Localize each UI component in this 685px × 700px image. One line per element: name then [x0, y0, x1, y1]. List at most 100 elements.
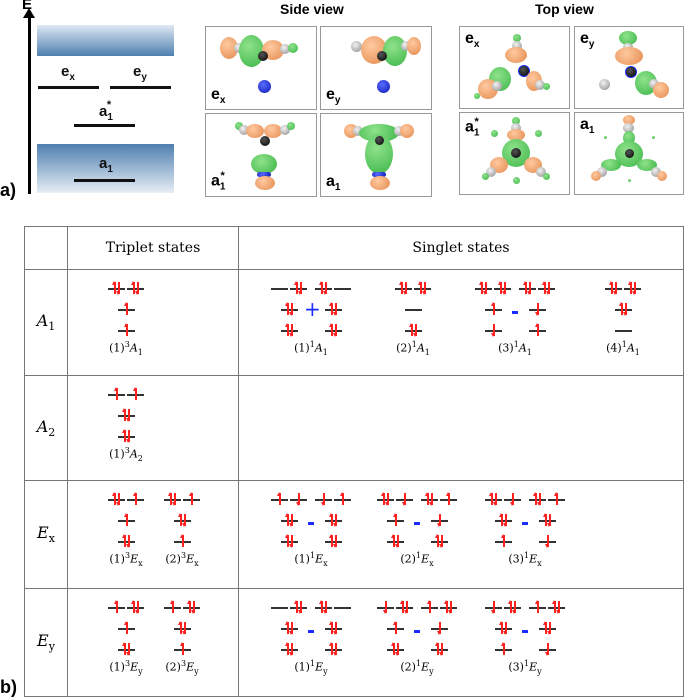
spin-up-arrow-icon — [178, 621, 182, 634]
spin-down-arrow-icon — [383, 601, 387, 614]
orbital-level-a1-star — [325, 628, 342, 630]
minus-operator — [308, 522, 314, 525]
orbital-level-ey — [624, 288, 641, 290]
spin-up-arrow-icon — [294, 600, 298, 613]
electronic-states-table: Triplet states Singlet states A1 (1)3A1 … — [24, 226, 684, 697]
orbital-level-a1-star — [325, 520, 342, 522]
orbital-level-ey — [290, 607, 307, 609]
spin-up-arrow-icon — [628, 281, 632, 294]
spin-down-arrow-icon — [632, 282, 636, 295]
state-label: (4)1A1 — [606, 340, 640, 357]
top-view-ex-label: ex — [465, 30, 480, 51]
triplet-cell-ey: (1)3Ey(2)3Ey — [67, 588, 239, 697]
spin-up-arrow-icon — [535, 600, 539, 613]
spin-up-arrow-icon — [554, 492, 558, 505]
orbital-level-ey — [127, 607, 144, 609]
orbital-level-a1 — [118, 541, 135, 543]
spin-down-arrow-icon — [547, 622, 551, 635]
spin-down-arrow-icon — [135, 282, 139, 295]
singlet-state: (3)1Ex — [239, 481, 683, 588]
orbital-level-ex — [395, 288, 412, 290]
spin-up-arrow-icon — [124, 621, 128, 634]
spin-up-arrow-icon — [489, 492, 493, 505]
triplet-state: (2)3Ex — [68, 481, 238, 588]
spin-up-arrow-icon — [285, 302, 289, 315]
singlet-state: (2)1Ex — [239, 481, 683, 588]
spin-down-arrow-icon — [126, 409, 130, 422]
spin-up-arrow-icon — [499, 513, 503, 526]
symmetry-a1: A1 — [24, 269, 68, 376]
spin-down-arrow-icon — [422, 282, 426, 295]
orbital-level-ex — [529, 499, 546, 501]
orbital-level-a1-star — [174, 628, 191, 630]
spin-up-arrow-icon — [285, 621, 289, 634]
singlet-state: (3)1Ey — [239, 589, 683, 696]
spin-up-arrow-icon — [114, 387, 118, 400]
spin-down-arrow-icon — [333, 514, 337, 527]
spin-down-arrow-icon — [395, 535, 399, 548]
spin-down-arrow-icon — [321, 493, 325, 506]
triplet-state: (1)3Ex — [68, 481, 238, 588]
triplet-cell-ex: (1)3Ex(2)3Ex — [67, 480, 239, 589]
valence-band — [37, 144, 174, 193]
spin-up-arrow-icon — [381, 492, 385, 505]
state-label: (2)1Ex — [400, 551, 434, 568]
spin-up-arrow-icon — [122, 534, 126, 547]
spin-up-arrow-icon — [329, 621, 333, 634]
spin-up-arrow-icon — [189, 492, 193, 505]
state-label: (2)3Ex — [165, 551, 199, 568]
singlet-cell-a1: +(1)1A1(2)1A1(3)1A1(4)1A1 — [238, 269, 684, 376]
spin-down-arrow-icon — [512, 601, 516, 614]
spin-up-arrow-icon — [285, 323, 289, 336]
spin-up-arrow-icon — [329, 642, 333, 655]
orbital-level-ey — [494, 288, 511, 290]
orbital-level-a1 — [118, 436, 135, 438]
singlet-state: (3)1A1 — [239, 270, 683, 375]
spin-down-arrow-icon — [289, 324, 293, 337]
spin-down-arrow-icon — [323, 601, 327, 614]
spin-up-arrow-icon — [543, 513, 547, 526]
state-label: (1)1A1 — [294, 340, 328, 357]
orbital-level-ex — [519, 288, 536, 290]
spin-up-arrow-icon — [133, 492, 137, 505]
spin-up-arrow-icon — [427, 600, 431, 613]
singlet-state: +(1)1A1 — [239, 270, 683, 375]
table-row-ey: Ey (1)3Ey(2)3Ey (1)1Ey(2)1Ey(3)1Ey — [24, 588, 684, 697]
spin-up-arrow-icon — [187, 600, 191, 613]
orbital-level-a1 — [281, 330, 298, 332]
spin-up-arrow-icon — [329, 302, 333, 315]
spin-up-arrow-icon — [543, 621, 547, 634]
spin-up-arrow-icon — [170, 600, 174, 613]
spin-down-arrow-icon — [296, 493, 300, 506]
orbital-level-a1-star — [539, 628, 556, 630]
spin-down-arrow-icon — [126, 430, 130, 443]
spin-down-arrow-icon — [172, 493, 176, 506]
spin-down-arrow-icon — [333, 535, 337, 548]
spin-up-arrow-icon — [409, 323, 413, 336]
spin-up-arrow-icon — [319, 281, 323, 294]
singlet-cell-ey: (1)1Ey(2)1Ey(3)1Ey — [238, 588, 684, 697]
top-view-a1-star: a1* — [459, 112, 570, 195]
spin-down-arrow-icon — [437, 622, 441, 635]
orbital-level-ex — [164, 499, 181, 501]
spin-down-arrow-icon — [491, 601, 495, 614]
spin-down-arrow-icon — [289, 303, 293, 316]
level-ey — [110, 86, 171, 89]
spin-down-arrow-icon — [289, 514, 293, 527]
spin-up-arrow-icon — [491, 302, 495, 315]
state-label: (3)1Ey — [508, 659, 542, 676]
table-row-a2: A2 (1)3A2 — [24, 375, 684, 481]
orbital-level-ex — [108, 499, 125, 501]
spin-down-arrow-icon — [547, 514, 551, 527]
spin-up-arrow-icon — [501, 534, 505, 547]
singlet-state: (2)1A1 — [239, 270, 683, 375]
side-view-a1-star-label: a1* — [211, 170, 226, 193]
orbital-level-a1-star — [495, 520, 512, 522]
orbital-level-ey — [334, 607, 351, 609]
spin-up-arrow-icon — [446, 492, 450, 505]
spin-up-arrow-icon — [609, 281, 613, 294]
orbital-level-a1 — [431, 541, 448, 543]
spin-up-arrow-icon — [122, 408, 126, 421]
state-label: (2)1A1 — [396, 340, 430, 357]
spin-down-arrow-icon — [545, 535, 549, 548]
